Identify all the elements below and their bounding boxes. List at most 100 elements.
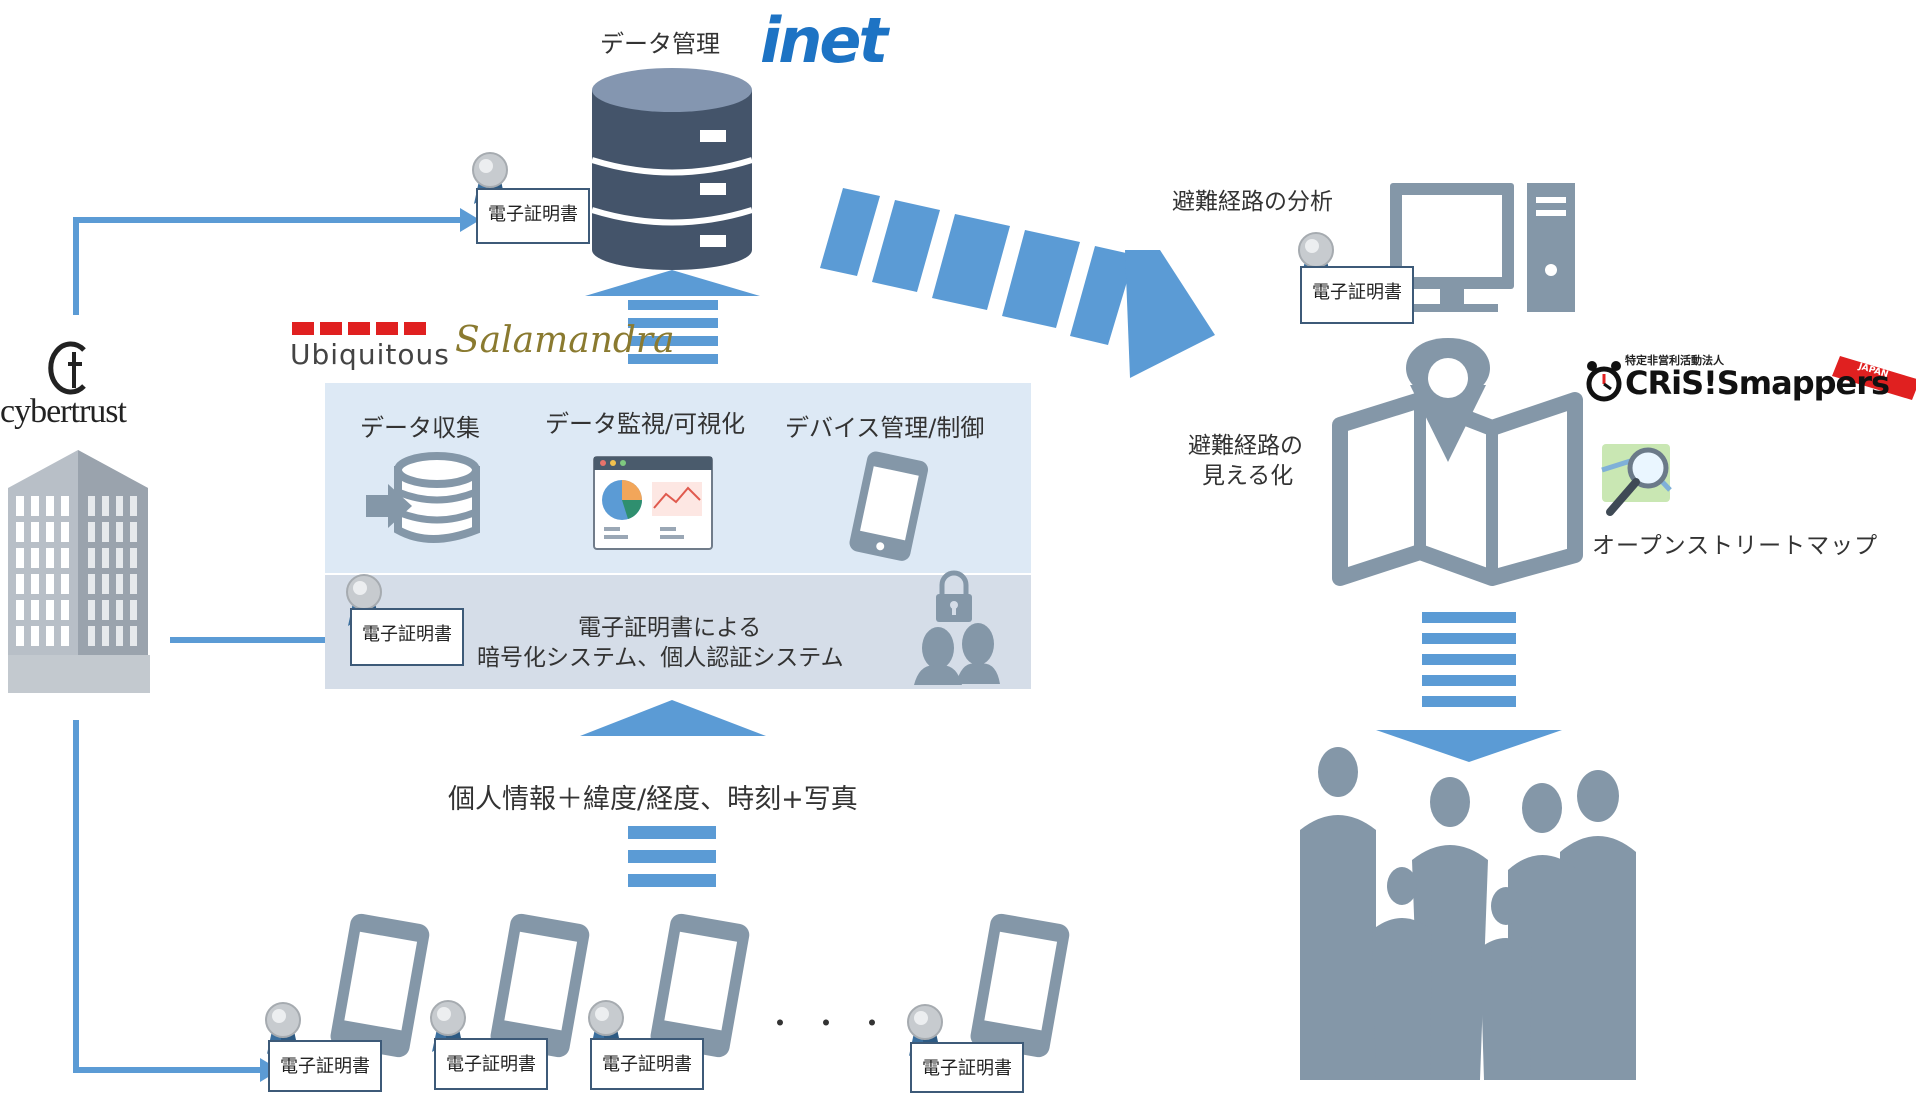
building-window — [130, 522, 137, 542]
building-window — [61, 548, 69, 568]
building-window — [61, 626, 69, 646]
building-window — [116, 548, 123, 568]
building-window — [102, 574, 109, 594]
openstreetmap-icon — [1601, 444, 1672, 516]
building-window — [130, 574, 137, 594]
salamandra-logo: Salamandra — [455, 320, 675, 361]
building-window — [88, 522, 95, 542]
cybertrust-logo-icon — [48, 341, 86, 395]
building-window — [16, 626, 24, 646]
building-window — [102, 522, 109, 542]
building-window — [130, 496, 137, 516]
people-silhouette-icon — [914, 623, 1000, 685]
lock-icon — [936, 570, 972, 622]
building-window — [46, 600, 54, 620]
certificate-label-phone-2: 電子証明書 — [434, 1038, 548, 1090]
building-window — [31, 548, 39, 568]
crisis-mappers-subtitle: 特定非営利活動法人 — [1625, 354, 1724, 367]
map-icon — [1332, 338, 1583, 586]
building-window — [16, 522, 24, 542]
device-manage-label: デバイス管理/制御 — [785, 414, 985, 442]
connector-to-database — [73, 217, 460, 315]
building-window — [102, 626, 109, 646]
crisis-japan-ribbon — [1832, 356, 1916, 400]
ellipsis: ・・・ — [766, 1007, 905, 1040]
certificate-label-platform: 電子証明書 — [350, 608, 464, 666]
building-window — [16, 600, 24, 620]
device-phone-icon — [849, 451, 929, 561]
building-icon — [8, 450, 150, 693]
smartphone-icon — [490, 913, 590, 1058]
openstreetmap-label: オープンストリートマップ — [1592, 533, 1879, 559]
building-window — [116, 574, 123, 594]
building-window — [88, 574, 95, 594]
building-window — [102, 496, 109, 516]
building-window — [16, 496, 24, 516]
route-visual-label-line2: 見える化 — [1202, 463, 1294, 489]
route-analysis-label: 避難経路の分析 — [1172, 189, 1333, 215]
building-window — [31, 600, 39, 620]
building-window — [61, 574, 69, 594]
database-icon — [591, 68, 753, 270]
family-silhouette-icon — [1300, 747, 1636, 1080]
building-window — [31, 626, 39, 646]
building-window — [46, 574, 54, 594]
connector-to-phones — [73, 720, 260, 1073]
certificate-label-database: 電子証明書 — [476, 188, 590, 244]
building-window — [102, 600, 109, 620]
certificate-label-phone-1: 電子証明書 — [268, 1040, 382, 1092]
crisis-mappers-logo-icon — [1586, 361, 1622, 402]
arrow-up-to-database — [585, 270, 760, 364]
building-window — [102, 548, 109, 568]
ubiquitous-logo-marks — [292, 322, 426, 335]
desktop-computer-icon — [1390, 183, 1575, 312]
data-monitor-label: データ監視/可視化 — [545, 410, 746, 438]
dashboard-icon — [593, 456, 713, 550]
smartphone-icon — [330, 913, 430, 1058]
building-window — [130, 600, 137, 620]
building-window — [61, 496, 69, 516]
building-window — [31, 574, 39, 594]
cybertrust-logo: cybertrust — [0, 393, 127, 430]
building-window — [46, 522, 54, 542]
building-window — [88, 548, 95, 568]
security-label-line2: 暗号化システム、個人認証システム — [477, 645, 844, 671]
ubiquitous-logo: Ubiquitous — [290, 338, 450, 371]
arrowhead-database — [460, 208, 480, 232]
crisis-mappers-logo: CRiS!Smappers — [1625, 364, 1890, 402]
arrow-up-to-platform — [580, 700, 766, 887]
building-window — [88, 600, 95, 620]
building-window — [130, 626, 137, 646]
building-windows — [16, 496, 137, 646]
building-window — [31, 496, 39, 516]
certificate-label-computer: 電子証明書 — [1300, 266, 1414, 324]
building-window — [88, 496, 95, 516]
arrow-down-to-people — [1376, 612, 1562, 762]
building-window — [130, 548, 137, 568]
building-window — [88, 626, 95, 646]
building-window — [31, 522, 39, 542]
building-window — [16, 548, 24, 568]
certificate-label-phone-3: 電子証明書 — [590, 1038, 704, 1090]
smartphone-icon — [970, 913, 1070, 1058]
building-window — [61, 600, 69, 620]
building-window — [61, 522, 69, 542]
smartphone-icon — [650, 913, 750, 1058]
route-visual-label-line1: 避難経路の — [1188, 433, 1303, 459]
building-window — [46, 548, 54, 568]
building-window — [46, 496, 54, 516]
data-collect-icon — [366, 452, 480, 543]
input-data-label: 個人情報＋緯度/経度、時刻+写真 — [448, 784, 858, 815]
data-management-label: データ管理 — [600, 30, 720, 58]
connector-lines — [73, 217, 460, 1073]
building-window — [116, 600, 123, 620]
inet-logo: inet — [760, 4, 888, 77]
security-label-line1: 電子証明書による — [578, 615, 762, 641]
certificate-medals — [265, 152, 1334, 1058]
building-window — [46, 626, 54, 646]
arrow-to-analysis — [820, 188, 1215, 378]
building-window — [116, 522, 123, 542]
building-window — [16, 574, 24, 594]
data-collect-label: データ収集 — [360, 414, 480, 442]
